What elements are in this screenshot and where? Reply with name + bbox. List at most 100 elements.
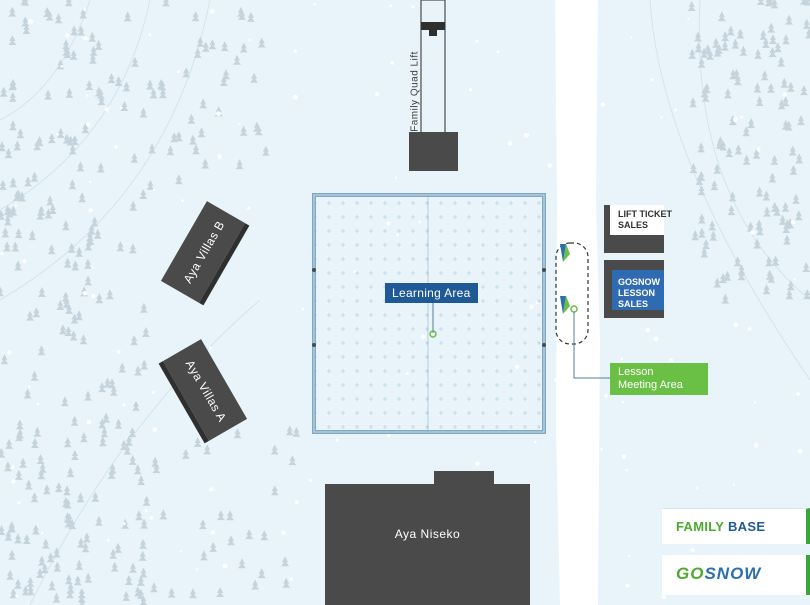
gosnow-logo: GOSNOW: [662, 555, 810, 595]
building-aya-niseko: [325, 471, 530, 605]
meeting-pointer: [573, 312, 611, 379]
snowflake: [796, 392, 801, 396]
snowflake: [732, 116, 738, 122]
snowflake: [661, 594, 666, 600]
snowflake: [690, 548, 695, 553]
snowflake: [248, 38, 251, 42]
snowflake: [119, 106, 123, 110]
lift-top-station: [421, 22, 445, 30]
snowflake: [394, 176, 397, 179]
lesson-meeting-area-label[interactable]: Lesson Meeting Area: [610, 363, 708, 395]
snowflake: [390, 61, 394, 65]
snowflake: [0, 252, 4, 256]
snowflake: [747, 327, 752, 331]
snowflake: [28, 385, 31, 388]
logo-go: GO: [676, 564, 705, 583]
snowflake: [653, 336, 659, 342]
snowflake: [91, 266, 94, 269]
snowflake: [11, 465, 15, 469]
snowflake: [195, 568, 199, 571]
learning-area: [312, 193, 546, 434]
snowflake: [15, 594, 19, 598]
snowflake: [152, 427, 158, 432]
snowflake: [86, 420, 92, 425]
snowflake: [523, 132, 529, 138]
flag-icons: [560, 244, 570, 314]
legend-base-word: BASE: [727, 519, 766, 534]
snowflake: [600, 448, 603, 451]
snowflake: [177, 70, 180, 74]
snowflake: [411, 5, 415, 9]
snowflake: [88, 180, 91, 183]
snowflake: [309, 479, 312, 482]
aya-niseko-label: Aya Niseko: [394, 527, 461, 541]
snowflake: [621, 400, 625, 404]
legend-family-word: FAMILY: [676, 519, 725, 534]
snowflake: [293, 49, 297, 53]
snowflake: [11, 479, 16, 484]
lift-top-cap: [429, 30, 437, 36]
snowflake: [695, 486, 698, 490]
snowflake: [569, 268, 575, 273]
snowflake: [507, 141, 513, 146]
snowflake: [209, 9, 215, 14]
learning-area-label[interactable]: Learning Area: [385, 283, 478, 303]
snowflake: [547, 163, 552, 168]
snowflake: [210, 530, 215, 535]
snowflake: [281, 530, 286, 535]
snowflake: [56, 133, 59, 136]
snowflake: [216, 111, 221, 117]
snowflake: [148, 33, 152, 36]
ski-run: [555, 0, 600, 605]
snowflake: [179, 550, 182, 553]
snowflake: [496, 50, 500, 54]
snowflake: [668, 358, 674, 363]
lift-ticket-sign: LIFT TICKET SALES: [618, 209, 672, 230]
snowflake: [625, 583, 630, 588]
snowflake: [28, 19, 33, 24]
snowflake: [604, 393, 608, 398]
snowflake: [152, 391, 155, 394]
snowflake: [222, 563, 228, 569]
snowflake: [733, 322, 739, 328]
snowflake: [414, 119, 419, 125]
snowflake: [209, 487, 214, 492]
snowflake: [301, 307, 305, 311]
legend-family-base: FAMILY BASE: [662, 508, 810, 544]
snowflake: [335, 438, 339, 442]
snowflake: [208, 346, 212, 350]
snowflake: [104, 107, 110, 112]
logo-snow: SNOW: [704, 564, 762, 583]
snowflake: [86, 94, 89, 97]
snowflake: [40, 531, 44, 535]
snowflake: [790, 220, 796, 225]
snowflake: [21, 258, 27, 264]
snowflake: [83, 8, 86, 11]
snowflake: [144, 509, 148, 513]
snowflake: [475, 39, 479, 43]
snowflake: [733, 483, 736, 486]
snowflake: [247, 206, 251, 210]
snowflake: [149, 515, 153, 520]
snowflake: [375, 92, 379, 96]
snowflake: [625, 469, 628, 472]
snowflake: [313, 3, 316, 6]
snowflake: [793, 278, 796, 281]
snowflake: [753, 442, 759, 448]
snowflake: [122, 522, 126, 526]
snowflake: [621, 454, 626, 459]
snowflake: [660, 116, 663, 119]
snowflake: [645, 327, 650, 333]
snowflake: [85, 122, 91, 127]
snowflake: [475, 461, 480, 466]
meeting-zone: [555, 242, 589, 345]
snowflake: [674, 108, 677, 112]
snowflake: [561, 14, 565, 18]
snowflake: [756, 147, 761, 152]
snowflake: [750, 229, 756, 235]
snowflake: [91, 294, 96, 299]
snowflake: [292, 94, 298, 100]
snowflake: [554, 378, 559, 383]
snowflake: [740, 115, 744, 119]
fence-posts: [312, 268, 546, 347]
